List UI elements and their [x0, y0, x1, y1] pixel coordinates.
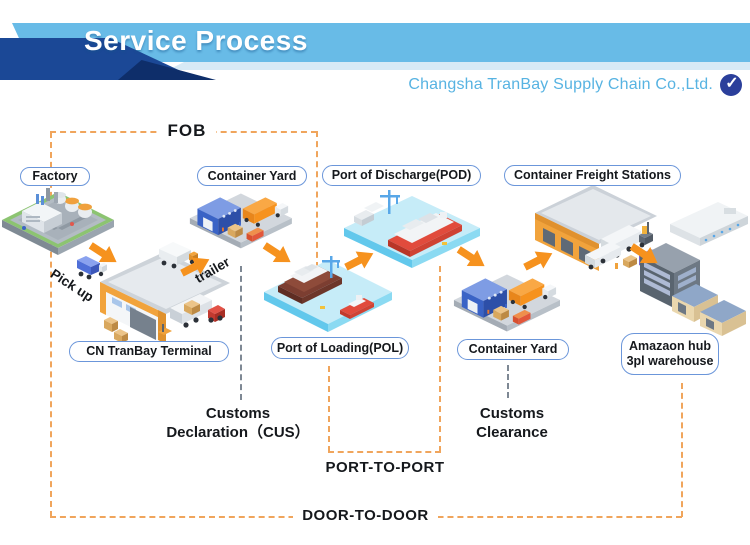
- trailer-truck-illustration: [159, 242, 198, 269]
- pickup-truck-illustration: [77, 256, 107, 280]
- fob-label: FOB: [158, 121, 216, 141]
- station-container-yard-origin: Container Yard: [197, 166, 307, 186]
- page-title: Service Process: [84, 25, 308, 56]
- arrow-yard-to-pol: [262, 242, 291, 263]
- station-port-of-discharge: Port of Discharge(POD): [322, 165, 481, 186]
- arrow-pol-to-pod: [344, 251, 374, 271]
- arrow-pod-to-yard: [456, 246, 485, 267]
- door-to-door-left-line: [50, 132, 52, 517]
- port-to-port-right-line: [439, 266, 441, 452]
- station-port-of-loading: Port of Loading(POL): [271, 337, 409, 359]
- station-cn-tranbay-terminal: CN TranBay Terminal: [69, 341, 229, 362]
- container-freight-station-illustration: [535, 185, 659, 271]
- port-of-loading-illustration: [264, 256, 392, 332]
- customs-declaration-line1: Customs: [205, 405, 271, 422]
- customs-declaration-line: [240, 266, 242, 400]
- port-to-port-bottom-line: [328, 451, 441, 453]
- customs-clearance-line2: Clearance: [476, 424, 548, 441]
- door-to-door-right-line: [681, 383, 683, 517]
- customs-clearance-line: [507, 365, 509, 398]
- terminal-warehouse-illustration: [100, 252, 230, 344]
- station-container-yard-destination: Container Yard: [457, 339, 569, 360]
- container-yard-origin-illustration: [189, 193, 292, 249]
- amazon-hub-illustration: [640, 202, 748, 336]
- arrow-cfs-to-warehouse: [629, 243, 658, 264]
- fob-right-line: [316, 131, 318, 268]
- customs-declaration-line2: Declaration（CUS）: [166, 424, 310, 441]
- container-yard-destination-illustration: [453, 274, 560, 332]
- station-factory: Factory: [20, 167, 90, 186]
- customs-clearance-line1: Customs: [479, 405, 545, 422]
- port-to-port-left-line: [328, 366, 330, 452]
- port-to-port-label: PORT-TO-PORT: [325, 459, 445, 476]
- header-underline-strip: [168, 62, 750, 70]
- company-row: Changsha TranBay Supply Chain Co.,Ltd. ✓: [408, 74, 742, 96]
- arrow-yard-to-cfs: [523, 251, 553, 271]
- company-name: Changsha TranBay Supply Chain Co.,Ltd.: [408, 76, 713, 93]
- verified-check-icon: ✓: [720, 74, 742, 96]
- station-container-freight-stations: Container Freight Stations: [504, 165, 681, 186]
- customs-declaration-caption: Customs Declaration（CUS）: [150, 404, 326, 442]
- arrow-factory-to-terminal: [88, 242, 117, 263]
- factory-illustration: [2, 188, 114, 255]
- arrow-terminal-to-yard: [180, 257, 210, 277]
- door-to-door-label: DOOR-TO-DOOR: [293, 507, 438, 524]
- port-of-discharge-illustration: [344, 190, 480, 268]
- customs-clearance-caption: Customs Clearance: [452, 404, 572, 442]
